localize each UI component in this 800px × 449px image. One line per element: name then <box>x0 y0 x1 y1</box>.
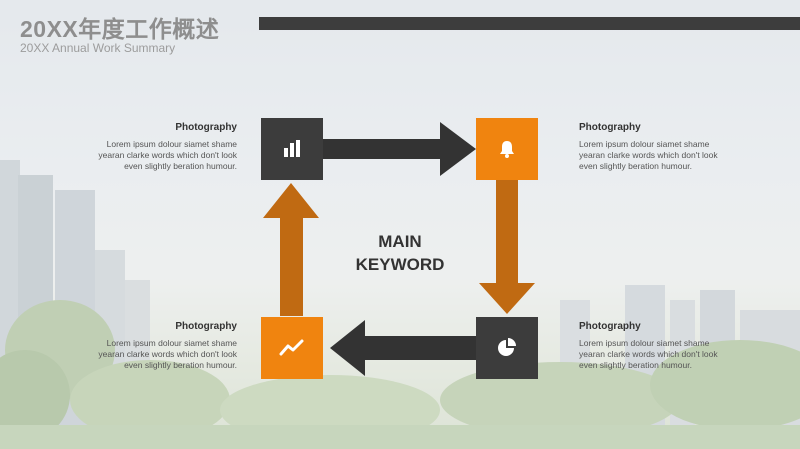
arrow-right <box>323 122 476 176</box>
node-top-left <box>261 118 323 180</box>
main-keyword-line-2: KEYWORD <box>355 255 445 274</box>
main-keyword: MAIN KEYWORD <box>330 230 470 276</box>
block-heading: Photography <box>175 122 237 133</box>
arrow-down <box>479 180 535 314</box>
page-subtitle: 20XX Annual Work Summary <box>20 41 176 55</box>
block-heading: Photography <box>579 321 641 332</box>
pie-chart-icon <box>498 338 516 356</box>
block-heading: Photography <box>175 321 237 332</box>
block-text: Lorem ipsum dolour siamet shame yearan c… <box>98 338 237 370</box>
node-bottom-left <box>261 317 323 379</box>
text-block-bottom-right: Photography Lorem ipsum dolour siamet sh… <box>579 321 749 371</box>
bar-chart-icon <box>284 140 300 157</box>
text-block-bottom-left: Photography Lorem ipsum dolour siamet sh… <box>67 321 237 371</box>
bell-icon <box>500 141 514 158</box>
header-bar <box>259 17 800 30</box>
trend-line-icon <box>279 339 304 356</box>
main-keyword-line-1: MAIN <box>378 232 422 251</box>
text-block-top-right: Photography Lorem ipsum dolour siamet sh… <box>579 122 749 172</box>
arrow-left <box>330 320 476 376</box>
node-top-right <box>476 118 538 180</box>
block-text: Lorem ipsum dolour siamet shame yearan c… <box>579 338 718 370</box>
block-heading: Photography <box>579 122 641 133</box>
block-text: Lorem ipsum dolour siamet shame yearan c… <box>579 139 718 171</box>
arrow-up <box>263 183 319 316</box>
text-block-top-left: Photography Lorem ipsum dolour siamet sh… <box>67 122 237 172</box>
block-text: Lorem ipsum dolour siamet shame yearan c… <box>98 139 237 171</box>
node-bottom-right <box>476 317 538 379</box>
page-title: 20XX年度工作概述 <box>20 16 220 42</box>
